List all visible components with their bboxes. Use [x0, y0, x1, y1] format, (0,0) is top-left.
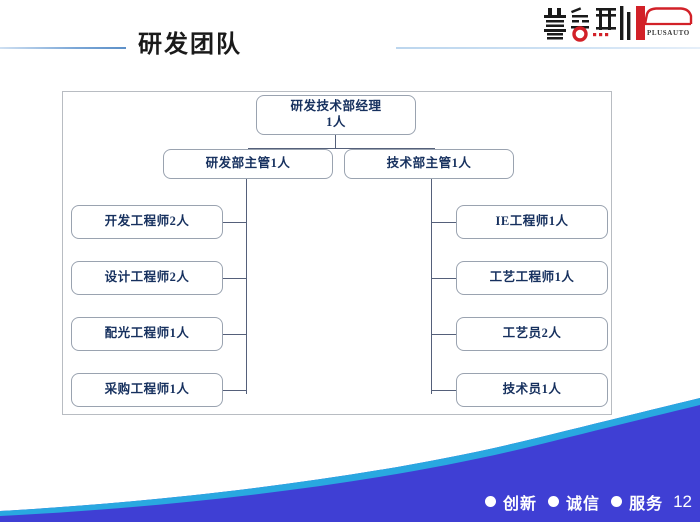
wave-main: [0, 398, 700, 522]
company-logo: PLUSAUTO: [544, 2, 694, 44]
connector-left-stub-4: [223, 390, 247, 391]
org-node-manager-tech[interactable]: 技术部主管1人: [344, 149, 514, 179]
connector-root-stem: [335, 135, 336, 148]
footer-wave-decoration: [0, 380, 700, 522]
page-title: 研发团队: [138, 32, 242, 58]
connector-left-stub-3: [223, 334, 247, 335]
bullet-dot-icon: [611, 496, 623, 507]
slogan-item-service: 服务: [629, 495, 664, 513]
footer-slogan: 创新 诚信 服务: [485, 490, 667, 514]
svg-text:PLUSAUTO: PLUSAUTO: [647, 29, 690, 37]
header-rule-left: [0, 47, 126, 49]
org-node-optics-engineer[interactable]: 配光工程师1人: [71, 317, 223, 351]
connector-left-stub-2: [223, 278, 247, 279]
org-node-purchasing-engineer[interactable]: 采购工程师1人: [71, 373, 223, 407]
org-node-dev-engineer[interactable]: 开发工程师2人: [71, 205, 223, 239]
slide-footer: 创新 诚信 服务 12: [0, 481, 700, 522]
org-chart-container: 研发技术部经理 1人 研发部主管1人 技术部主管1人 开发工程师2人 设计工程师…: [62, 91, 612, 415]
connector-left-spine: [246, 179, 247, 394]
connector-right-stub-1: [431, 222, 456, 223]
connector-right-stub-2: [431, 278, 456, 279]
org-node-root[interactable]: 研发技术部经理 1人: [256, 95, 416, 135]
org-node-process-technician[interactable]: 工艺员2人: [456, 317, 608, 351]
slogan-item-integrity: 诚信: [566, 495, 601, 513]
org-node-ie-engineer[interactable]: IE工程师1人: [456, 205, 608, 239]
connector-right-spine: [431, 179, 432, 394]
slogan-item-innovation: 创新: [503, 495, 538, 513]
bullet-dot-icon: [485, 496, 497, 507]
org-node-process-engineer[interactable]: 工艺工程师1人: [456, 261, 608, 295]
bullet-dot-icon: [548, 496, 560, 507]
connector-right-stub-4: [431, 390, 456, 391]
connector-right-stub-3: [431, 334, 456, 335]
slide-header: 研发团队: [0, 0, 700, 72]
header-rule-right: [396, 47, 700, 49]
org-node-manager-rd[interactable]: 研发部主管1人: [163, 149, 333, 179]
org-node-design-engineer[interactable]: 设计工程师2人: [71, 261, 223, 295]
org-node-technician[interactable]: 技术员1人: [456, 373, 608, 407]
connector-root-bar: [248, 148, 435, 149]
connector-left-stub-1: [223, 222, 247, 223]
page-number: 12: [673, 491, 692, 511]
